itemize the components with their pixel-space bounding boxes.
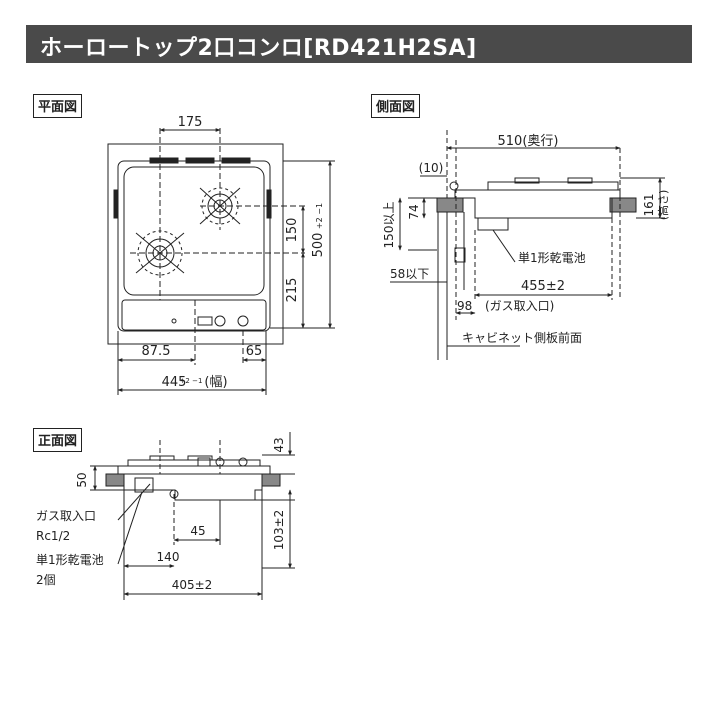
side-burner-back: [567, 177, 593, 184]
side-dim-58: 58以下: [390, 267, 429, 281]
plan-dim-65: 65: [246, 344, 263, 359]
plan-dim-445-tolerance: +2 −1: [180, 377, 203, 385]
front-gas-size: Rc1/2: [36, 529, 70, 543]
side-dim-98: 98: [457, 299, 472, 313]
plan-top-plate: [123, 166, 265, 296]
plan-dim-445: 445: [162, 375, 187, 390]
front-dim-50: 50: [75, 472, 89, 487]
front-burner-right: [187, 455, 213, 461]
plan-knob-left: [214, 315, 226, 327]
plan-bracket-right: [266, 189, 272, 219]
side-knob: [449, 181, 459, 191]
plan-dim-150: 150: [285, 218, 300, 243]
side-dim-510: 510(奥行): [498, 134, 559, 149]
front-battery-box: [134, 477, 154, 493]
plan-knob-right: [237, 315, 249, 327]
front-hob-top: [117, 465, 271, 475]
page-title: ホーロートップ2口コンロ[RD421H2SA]: [40, 36, 477, 61]
front-knob-right: [238, 457, 248, 467]
side-burner-front: [514, 177, 540, 184]
side-gas-inlet-label: (ガス取入口): [485, 299, 554, 313]
front-battery-count: 2個: [36, 573, 56, 587]
plan-vent-left: [149, 157, 179, 164]
section-label-front: 正面図: [33, 428, 83, 452]
front-dim-405: 405±2: [172, 578, 213, 592]
side-cabinet-front-label: キャビネット側板前面: [462, 330, 582, 345]
front-ignition: [197, 457, 211, 467]
section-label-side: 側面図: [371, 94, 421, 118]
side-dim-10: (10): [419, 161, 444, 175]
plan-cabinet-outline: [107, 143, 284, 345]
plan-bracket-left: [113, 189, 119, 219]
side-height-label: (高さ): [656, 190, 670, 221]
plan-dim-87-5: 87.5: [142, 344, 171, 359]
side-dim-74: 74: [407, 204, 421, 219]
side-view: [390, 130, 665, 360]
front-burner-left: [149, 455, 175, 461]
plan-dim-500: 500: [311, 233, 326, 258]
side-dim-161: 161: [642, 194, 656, 217]
plan-ignition-button: [197, 316, 213, 326]
plan-view: [107, 128, 335, 395]
front-dim-43: 43: [272, 437, 286, 452]
front-counter-right: [261, 473, 281, 487]
front-dim-140: 140: [157, 550, 180, 564]
side-counter-front: [436, 197, 464, 213]
plan-dim-500-tolerance: +2 −1: [315, 203, 324, 229]
plan-control-panel: [121, 299, 267, 331]
side-counter-back: [609, 197, 637, 213]
side-battery-box: [477, 217, 509, 231]
front-counter-left: [105, 473, 125, 487]
plan-indicator: [171, 318, 177, 324]
front-dim-103: 103±2: [272, 510, 286, 551]
plan-hob-outline: [117, 160, 271, 332]
plan-dim-215: 215: [285, 278, 300, 303]
front-dim-45: 45: [190, 524, 205, 538]
front-view: [90, 432, 295, 600]
side-hob-body: [454, 189, 621, 219]
title-bar: ホーロートップ2口コンロ[RD421H2SA]: [26, 25, 692, 63]
side-dim-455: 455±2: [521, 279, 565, 294]
plan-vent-mid: [185, 157, 215, 164]
plan-dim-175: 175: [178, 115, 203, 130]
side-dim-150-below: 150以上: [382, 202, 396, 249]
plan-vent-right: [221, 157, 251, 164]
section-label-plan: 平面図: [33, 94, 83, 118]
plan-width-label: (幅): [204, 375, 227, 390]
front-gas-inlet-label: ガス取入口: [36, 509, 96, 523]
side-gas-pipe: [454, 247, 466, 263]
front-battery-label: 単1形乾電池: [36, 553, 104, 567]
side-trivet-area: [487, 181, 619, 191]
side-battery-label: 単1形乾電池: [518, 251, 586, 265]
